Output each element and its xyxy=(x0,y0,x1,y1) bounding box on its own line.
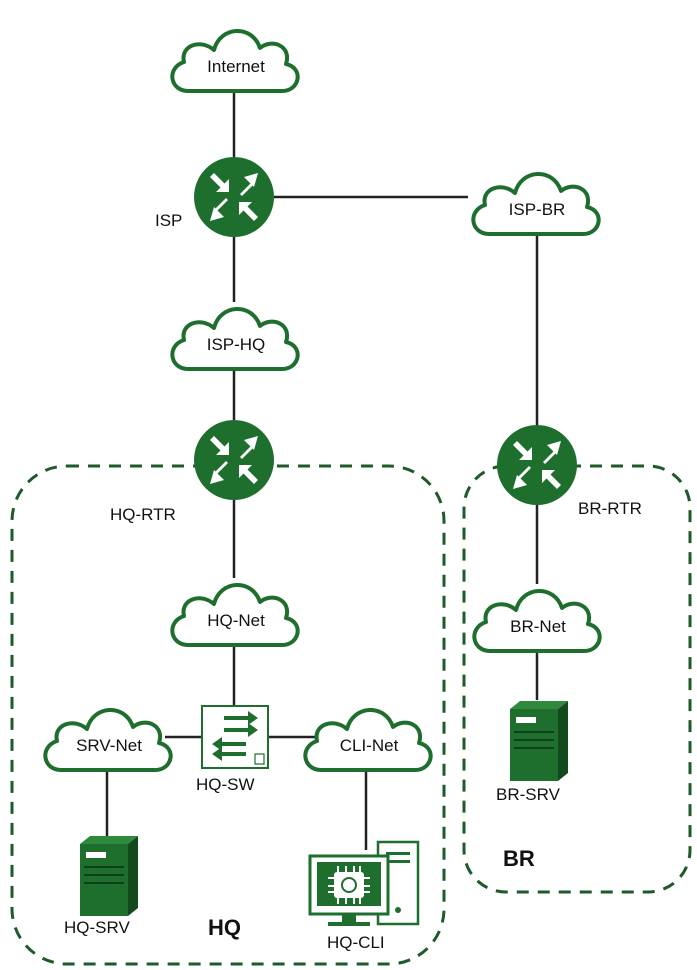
workstation-hq-cli-icon xyxy=(308,840,420,926)
router-isp-icon xyxy=(194,157,274,237)
cloud-internet-label: Internet xyxy=(207,57,265,76)
cloud-srv-net: SRV-Net xyxy=(43,707,173,772)
cloud-cli-net: CLI-Net xyxy=(303,707,433,772)
switch-hq-sw-icon xyxy=(201,705,269,769)
router-hq-rtr-icon xyxy=(194,420,274,500)
zone-br-label: BR xyxy=(503,846,535,871)
br-zone-border xyxy=(462,464,692,894)
router-br-rtr-label: BR-RTR xyxy=(578,499,642,518)
cloud-internet: Internet xyxy=(170,28,300,93)
cloud-isp-hq-label: ISP-HQ xyxy=(207,335,266,354)
server-br-srv-label: BR-SRV xyxy=(496,785,561,804)
cloud-cli-net-label: CLI-Net xyxy=(340,736,399,755)
server-br-srv-icon xyxy=(510,701,568,781)
zone-hq-label: HQ xyxy=(208,915,241,940)
cloud-isp-br-label: ISP-BR xyxy=(509,200,566,219)
server-hq-srv-icon xyxy=(80,836,138,916)
cloud-br-net: BR-Net xyxy=(472,588,602,653)
cloud-hq-net-label: HQ-Net xyxy=(207,611,265,630)
cloud-br-net-label: BR-Net xyxy=(510,617,566,636)
links xyxy=(105,92,539,850)
cloud-isp-hq: ISP-HQ xyxy=(170,306,300,371)
switch-hq-sw-label: HQ-SW xyxy=(196,775,255,794)
workstation-hq-cli-label: HQ-CLI xyxy=(327,933,385,952)
server-hq-srv-label: HQ-SRV xyxy=(64,918,130,937)
router-hq-rtr-label: HQ-RTR xyxy=(110,505,176,524)
cloud-hq-net: HQ-Net xyxy=(170,582,300,647)
router-isp-label: ISP xyxy=(155,211,182,230)
cloud-srv-net-label: SRV-Net xyxy=(76,736,142,755)
router-br-rtr-icon xyxy=(497,425,577,505)
cloud-isp-br: ISP-BR xyxy=(471,171,601,236)
